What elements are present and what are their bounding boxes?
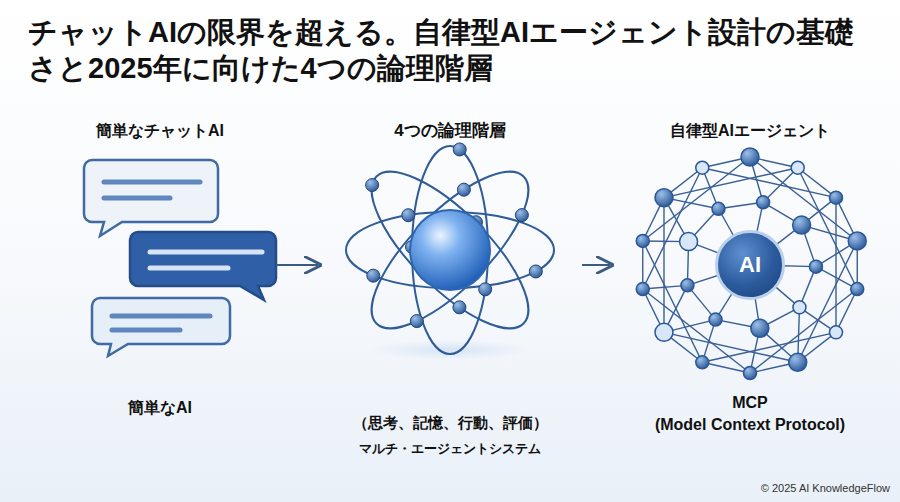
shadow: [370, 340, 530, 360]
network-node: [848, 232, 866, 250]
text-line: [104, 196, 170, 201]
electron: [529, 265, 542, 278]
network-link: [643, 168, 703, 289]
column-heading: 4つの論理階層: [394, 121, 505, 141]
text-line: [104, 180, 200, 185]
text-line: [150, 250, 262, 255]
column-heading: 簡単なチャットAI: [96, 121, 224, 140]
caption-label: MCP: [732, 393, 768, 412]
network-node: [712, 202, 725, 215]
electron: [402, 209, 415, 222]
network-node: [696, 356, 709, 369]
network-node: [709, 313, 722, 326]
network-node: [830, 191, 843, 204]
electron: [453, 301, 466, 314]
network-node: [636, 234, 649, 247]
network-link: [835, 198, 836, 333]
chat-bubble: [130, 232, 276, 300]
chat-bubbles: [84, 160, 276, 356]
orbit: [350, 150, 551, 351]
network-node: [757, 196, 770, 209]
electron: [479, 283, 492, 296]
network-node: [741, 148, 759, 166]
title: チャットAIの限界を超える。自律型AIエージェント設計の基礎さと2025年に向け…: [28, 14, 878, 86]
electron: [410, 315, 423, 328]
electron: [453, 143, 466, 156]
network-node: [791, 161, 804, 174]
network-link: [643, 289, 750, 373]
nucleus: [410, 210, 490, 290]
text-line: [112, 328, 180, 333]
column-heading: 自律型AIエージェント: [670, 121, 830, 140]
network-node: [696, 161, 709, 174]
network-link: [643, 157, 750, 241]
network-node: [655, 323, 673, 341]
network-link: [664, 168, 798, 198]
orbit: [350, 150, 551, 351]
network-node: [744, 367, 757, 380]
network-node: [681, 279, 694, 292]
copyright-note: © 2025 AI KnowledgeFlow: [761, 482, 890, 495]
chat-bubble: [84, 160, 218, 236]
network-link: [798, 241, 858, 362]
network-node: [793, 301, 806, 314]
network-node: [830, 326, 843, 339]
network-link: [750, 157, 857, 241]
ai-hub: AI: [715, 230, 785, 300]
network-link: [750, 289, 857, 373]
flow-arrow: [582, 264, 610, 266]
network-node: [636, 283, 649, 296]
text-line: [150, 266, 228, 271]
network-illustration: [636, 148, 866, 380]
caption-label: （思考、記憶、行動、評価）: [353, 414, 548, 432]
network-link: [643, 241, 703, 362]
text-line: [112, 314, 210, 319]
network-node: [793, 216, 811, 234]
network-node: [851, 283, 864, 296]
network-link: [763, 168, 798, 203]
electron: [366, 179, 379, 192]
network-node: [809, 260, 822, 273]
electron: [457, 183, 470, 196]
network-node: [655, 189, 673, 207]
network-node: [751, 319, 769, 337]
electron: [367, 269, 380, 282]
node-label: AI: [739, 254, 761, 276]
chat-bubble: [92, 298, 230, 356]
network-link: [663, 198, 664, 333]
caption-label: マルチ・エージェントシステム: [359, 441, 541, 457]
atom-illustration: [346, 143, 554, 360]
network-node: [789, 353, 807, 371]
electron: [515, 209, 528, 222]
caption-label: (Model Context Protocol): [655, 415, 845, 434]
flow-arrow: [276, 264, 318, 266]
network-link: [702, 168, 836, 198]
caption-label: 簡単なAI: [128, 398, 192, 417]
network-node: [680, 233, 698, 251]
